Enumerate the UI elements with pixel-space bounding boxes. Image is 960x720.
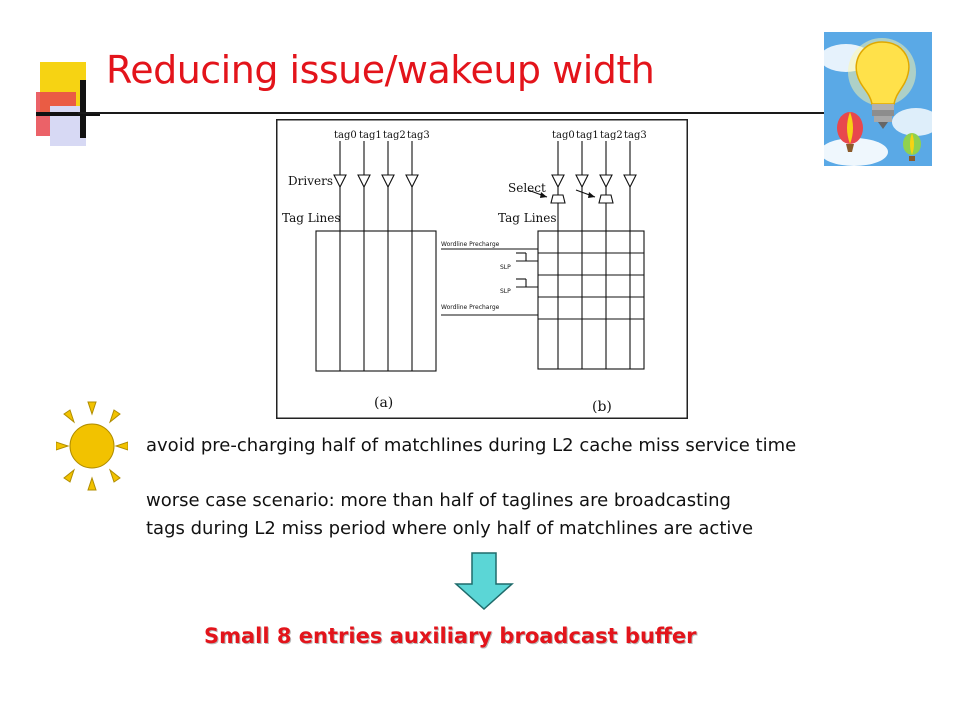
tag-label: tag3	[624, 130, 647, 141]
color-blocks-decoration	[36, 62, 100, 146]
bullet-text: avoid pre-charging half of matchlines du…	[146, 435, 797, 456]
tag-lines-label: Tag Lines	[498, 211, 557, 225]
bullet-text: tags during L2 miss period where only ha…	[146, 518, 754, 539]
lightbulb-balloons-icon	[824, 32, 932, 166]
tag-label: tag0	[552, 130, 575, 141]
tag-lines-circuit-figure: tag0 tag1 tag2 tag3 Drivers Tag Lines (a…	[276, 119, 688, 419]
tag-label: tag2	[600, 130, 623, 141]
tag-label: tag0	[334, 130, 357, 141]
figure-caption-b: (b)	[592, 399, 612, 415]
wordline-precharge-label: Wordline Precharge	[441, 241, 500, 248]
tag-label: tag2	[383, 130, 406, 141]
select-label: Select	[508, 181, 546, 195]
slide-title: Reducing issue/wakeup width	[106, 48, 655, 92]
down-arrow-icon	[454, 552, 514, 610]
tag-label: tag3	[407, 130, 430, 141]
conclusion-text: Small 8 entries auxiliary broadcast buff…	[204, 624, 697, 648]
title-underline	[78, 112, 930, 114]
drivers-label: Drivers	[288, 174, 333, 188]
sun-icon	[56, 401, 128, 491]
slp-label: SLP	[500, 288, 511, 295]
wordline-precharge-label: Wordline Precharge	[441, 304, 500, 311]
tag-label: tag1	[576, 130, 599, 141]
circuit-panel-b: tag0 tag1 tag2 tag3	[441, 130, 647, 415]
tag-label: tag1	[359, 130, 382, 141]
figure-caption-a: (a)	[374, 395, 393, 411]
circuit-panel-a: tag0 tag1 tag2 tag3 Drivers Tag Lines (a…	[282, 130, 437, 411]
tag-lines-label: Tag Lines	[282, 211, 341, 225]
bullet-text: worse case scenario: more than half of t…	[146, 490, 731, 511]
slp-label: SLP	[500, 264, 511, 271]
